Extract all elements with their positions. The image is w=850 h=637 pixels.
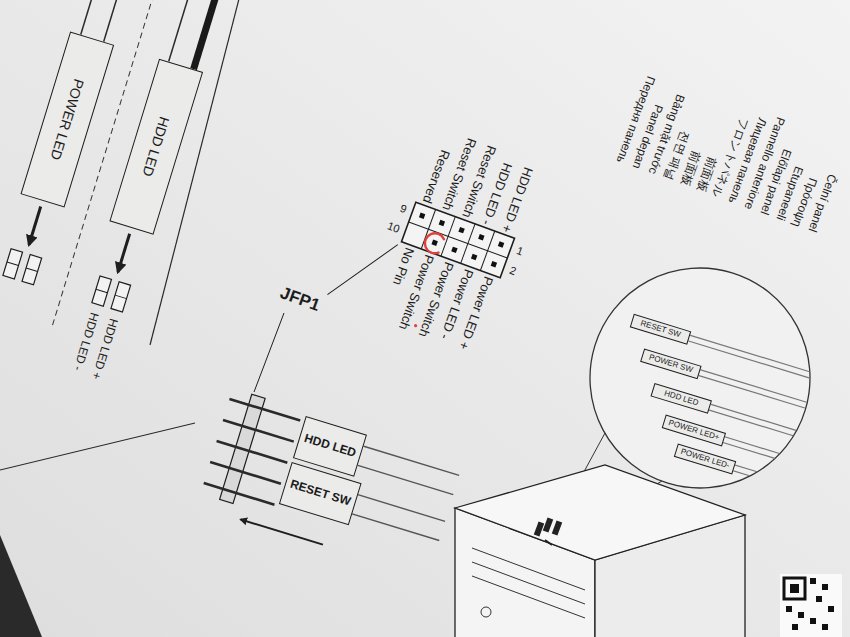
arrow (29, 207, 41, 245)
wire (194, 0, 244, 69)
pin-dot (419, 213, 425, 219)
qr-cell (816, 596, 822, 602)
plug (543, 517, 553, 532)
wire (697, 369, 807, 403)
pin (3, 249, 23, 279)
qr-cell (786, 606, 792, 612)
qr-code (780, 574, 842, 637)
wire (354, 464, 453, 494)
pin (22, 255, 42, 285)
plug (552, 520, 562, 535)
wire (686, 334, 809, 372)
header-pin (229, 399, 300, 421)
cable-illustration (0, 0, 246, 347)
connector-housing (197, 388, 464, 576)
box-label: HDD LED (302, 432, 357, 461)
wire (695, 374, 805, 408)
wire (340, 510, 439, 540)
pin-dot (498, 241, 504, 247)
qr-ground (780, 574, 842, 637)
pin-detail (115, 295, 126, 299)
leader-line (254, 313, 284, 392)
qr-cell (810, 578, 816, 584)
qr-cell (822, 584, 828, 590)
pin-dot (458, 227, 464, 233)
case-top (455, 465, 745, 560)
pin-dot (451, 247, 457, 253)
box-label: HDD LED (140, 115, 173, 178)
insert-arrow (241, 520, 323, 545)
wire (684, 340, 809, 378)
pin (92, 276, 112, 306)
qr-cell (828, 606, 834, 612)
wire (81, 0, 131, 35)
arrow (118, 234, 130, 272)
qr-cell (822, 624, 828, 630)
box-label: POWER LED (47, 77, 87, 162)
qr-finder (790, 584, 799, 593)
panel-frame-line (0, 423, 195, 470)
pin-dot (439, 220, 445, 226)
box-label: RESET SW (288, 478, 352, 510)
drive-bay (472, 576, 585, 618)
wire (707, 403, 796, 430)
wire (104, 0, 154, 42)
pin-dot (491, 261, 497, 267)
pin-dot (431, 239, 437, 245)
qr-cell (798, 612, 804, 618)
qr-cell (810, 618, 816, 624)
pin-detail (26, 268, 37, 272)
qr-cell (792, 624, 798, 630)
pin-dot (471, 254, 477, 260)
wire (716, 441, 774, 459)
qr-finder (784, 578, 805, 599)
pin-detail (7, 262, 18, 266)
pin-dot (478, 234, 484, 240)
header-pin (223, 420, 294, 442)
pin (111, 282, 131, 312)
power-button (481, 607, 491, 617)
plug (534, 521, 544, 536)
leader-line (327, 228, 397, 311)
header-pin (204, 483, 275, 505)
drive-bay (472, 548, 585, 590)
table-shadow (0, 535, 42, 637)
cable (545, 540, 552, 545)
grid-line (409, 222, 508, 258)
header-pin (217, 441, 288, 463)
red-circle-mark (422, 230, 445, 255)
pin-detail (96, 289, 107, 293)
drive-bay (472, 562, 585, 604)
header-pin (210, 462, 281, 484)
